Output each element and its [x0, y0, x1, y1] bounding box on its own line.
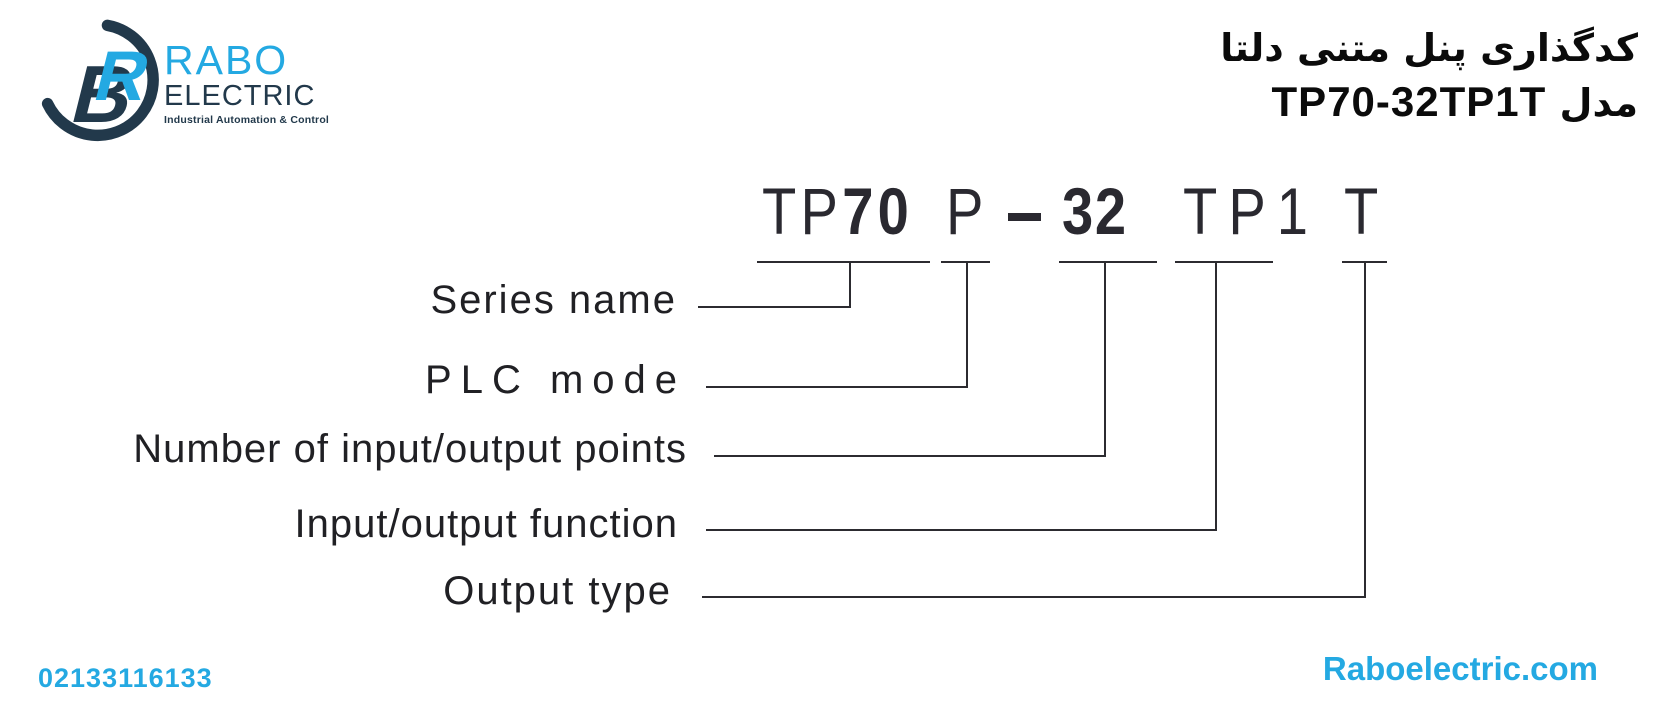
model-code-segment-io-points-code: 32 — [1062, 178, 1128, 244]
model-number: TP70-32TP1T — [1271, 78, 1547, 125]
code-part: T — [1344, 174, 1379, 248]
model-code-segment-output-type-code: T — [1344, 178, 1378, 244]
code-underline-plc-mode-code — [941, 261, 990, 263]
model-code-segment-io-function-code: TP1 — [1183, 178, 1319, 244]
phone-number: 02133116133 — [38, 663, 213, 693]
model-prefix-fa: مدل — [1546, 81, 1638, 125]
brand-tagline: Industrial Automation & Control — [164, 114, 330, 126]
connector-hline-3 — [706, 529, 1217, 531]
logo-mark-icon: B R — [41, 19, 159, 142]
code-part: P — [946, 174, 984, 248]
website-link: Raboelectric.com — [1322, 650, 1598, 687]
header-model-line: مدل TP70-32TP1T — [1220, 76, 1638, 129]
code-part: TP — [762, 174, 843, 248]
brand-name: RABO — [164, 37, 289, 83]
model-code-segment-series-code: TP70 — [762, 178, 913, 244]
connector-vline-3 — [1215, 263, 1217, 531]
code-dash — [1008, 213, 1041, 221]
code-underline-io-points-code — [1059, 261, 1157, 263]
callout-label-0: Series name — [430, 278, 677, 322]
header-fa: کدگذاری پنل متنی دلتا مدل TP70-32TP1T — [1220, 20, 1638, 129]
code-underline-output-type-code — [1342, 261, 1387, 263]
brand-subname: ELECTRIC — [164, 80, 316, 112]
code-underline-series-code — [757, 261, 930, 263]
header-title-fa: کدگذاری پنل متنی دلتا — [1220, 26, 1638, 70]
callout-label-2: Number of input/output points — [133, 427, 687, 471]
code-part: 70 — [842, 174, 914, 248]
connector-vline-0 — [849, 263, 851, 308]
callout-label-4: Output type — [443, 569, 672, 613]
callout-label-1: PLC mode — [425, 358, 686, 402]
code-part: TP1 — [1183, 174, 1320, 248]
connector-hline-4 — [702, 596, 1366, 598]
callout-label-3: Input/output function — [294, 502, 678, 546]
model-code-segment-plc-mode-code: P — [946, 178, 983, 244]
connector-hline-0 — [698, 306, 851, 308]
logo-swoosh — [41, 19, 159, 142]
connector-vline-2 — [1104, 263, 1106, 457]
connector-hline-2 — [714, 455, 1106, 457]
brand-logo: B R RABO ELECTRIC Industrial Automation … — [30, 6, 329, 152]
connector-vline-1 — [966, 263, 968, 388]
connector-hline-1 — [706, 386, 968, 388]
logo-text: RABO ELECTRIC Industrial Automation & Co… — [164, 6, 330, 127]
connector-vline-4 — [1364, 263, 1366, 598]
code-part: 32 — [1062, 174, 1128, 248]
code-underline-io-function-code — [1175, 261, 1273, 263]
